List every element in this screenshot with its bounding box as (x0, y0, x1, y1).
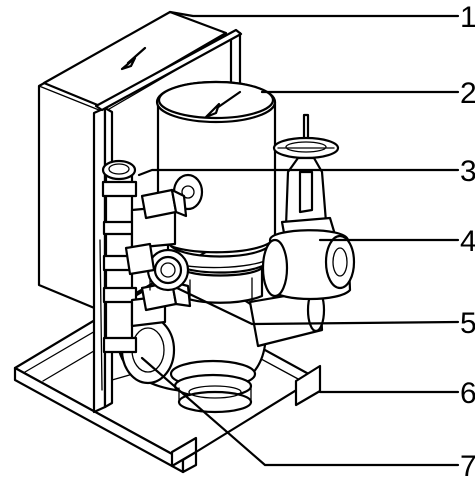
leader-line-1 (168, 10, 460, 18)
check-valve (124, 242, 190, 292)
leader-line-3 (137, 168, 460, 177)
callout-5: 5 (460, 307, 475, 340)
callout-4: 4 (460, 225, 475, 258)
leader-line-7 (140, 356, 460, 467)
gate-valve (261, 113, 356, 301)
leader-line-5 (175, 286, 460, 326)
callout-7: 7 (460, 450, 475, 480)
callout-labels: 1 2 3 4 5 6 7 (460, 1, 475, 480)
left-pipework (101, 159, 177, 354)
callout-2: 2 (460, 77, 475, 110)
leader-lines (137, 10, 460, 467)
callout-6: 6 (460, 377, 475, 410)
motor (155, 80, 277, 304)
callout-3: 3 (460, 155, 475, 188)
callout-1: 1 (460, 1, 475, 34)
pump-volute (116, 287, 326, 414)
